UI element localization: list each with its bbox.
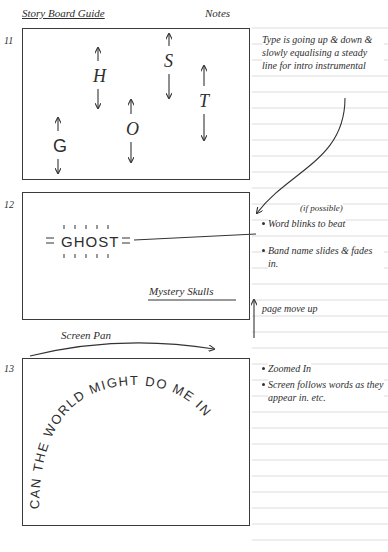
note-arrow xyxy=(257,98,345,213)
frame-text: Screen Pan xyxy=(61,329,111,342)
page-title: Story Board Guide xyxy=(22,6,105,20)
animated-letter: S xyxy=(164,51,173,72)
lyric-text: CAN THE WORLD MIGHT DO ME IN xyxy=(27,373,215,509)
bullet xyxy=(262,367,265,370)
frame-number: 11 xyxy=(4,34,13,47)
bullet xyxy=(262,249,265,252)
storyboard-frame: G H O S T xyxy=(22,28,250,180)
band-name: Mystery Skulls xyxy=(149,285,213,298)
note-text: (if possible) xyxy=(300,203,343,215)
pan-arrow xyxy=(30,343,214,356)
bullet xyxy=(262,383,265,386)
animated-letter: T xyxy=(199,91,209,112)
frame-number: 12 xyxy=(4,198,14,211)
frame-number: 13 xyxy=(4,362,14,375)
note-text: page move up xyxy=(262,302,318,315)
note-text: Type is going up & down & slowly equalis… xyxy=(262,33,384,72)
note-text: Band name slides & fades in. xyxy=(268,244,384,270)
note-text: Word blinks to beat xyxy=(268,217,345,230)
note-text: Screen follows words as they appear in. … xyxy=(268,378,384,404)
frame-text: GHOST xyxy=(61,233,119,250)
storyboard-frame: Screen PanCAN THE WORLD MIGHT DO ME IN xyxy=(22,358,250,526)
note-text: Zoomed In xyxy=(268,362,311,375)
animated-letter: H xyxy=(93,66,106,87)
page-up-arrow xyxy=(253,300,254,338)
arc-lyric: CAN THE WORLD MIGHT DO ME IN xyxy=(23,359,251,527)
storyboard-frame: GHOST Mystery Skulls xyxy=(22,192,250,320)
animated-letter: G xyxy=(53,136,67,157)
note-text: Notes xyxy=(205,6,230,20)
bullet xyxy=(262,222,265,225)
arc-text: CAN THE WORLD MIGHT DO ME IN xyxy=(27,373,215,509)
letter-arrows xyxy=(58,34,204,173)
ruled-lines xyxy=(252,28,388,540)
blink-ticks xyxy=(46,225,256,300)
animated-letter: O xyxy=(126,119,139,140)
